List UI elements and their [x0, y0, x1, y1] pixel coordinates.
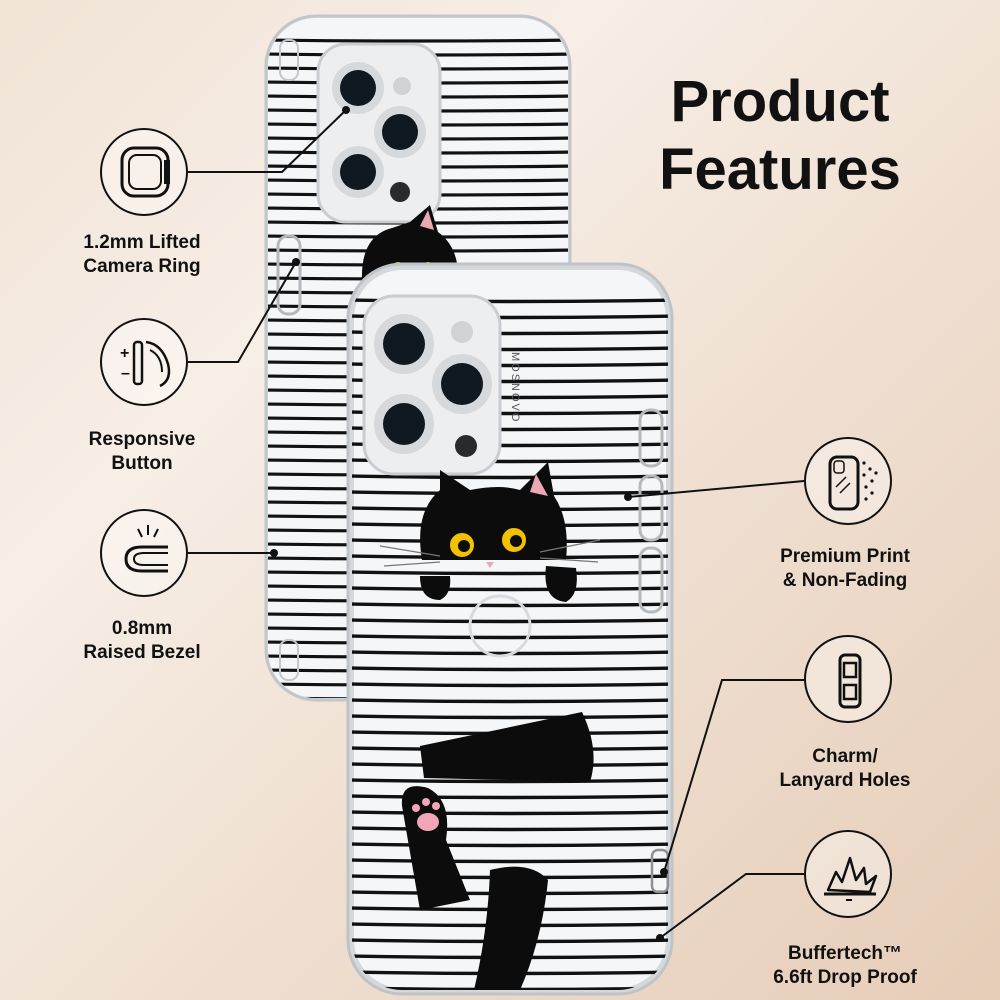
case-stripe	[352, 682, 668, 688]
drop-proof-icon	[804, 830, 892, 918]
case-stripe	[352, 714, 668, 720]
case-stripe	[352, 634, 668, 640]
case-stripe	[352, 858, 668, 864]
case-stripe	[352, 602, 668, 608]
case-stripe	[352, 586, 668, 592]
camera-ring-icon	[100, 128, 188, 216]
case-stripe	[352, 810, 668, 816]
premium-print-icon	[804, 437, 892, 525]
case-stripe	[352, 570, 668, 576]
feature-label-responsive-button: Responsive Button	[88, 429, 196, 474]
case-stripe	[352, 778, 668, 784]
case-stripe	[352, 618, 668, 624]
title-line-1: Product	[670, 69, 890, 134]
svg-text:+: +	[120, 345, 129, 362]
responsive-button-icon: + –	[100, 318, 188, 406]
feature-label-drop-proof: Buffertech™ 6.6ft Drop Proof	[773, 943, 917, 988]
case-stripe	[352, 666, 668, 672]
callout-lines	[188, 109, 805, 939]
front-phone-case: MOSNOVO	[346, 262, 674, 996]
svg-text:–: –	[121, 365, 130, 382]
front-cat	[379, 462, 601, 990]
case-stripe	[352, 794, 668, 800]
case-stripe	[352, 842, 668, 848]
case-stripe	[352, 698, 668, 704]
raised-bezel-icon	[100, 509, 188, 597]
case-stripe	[268, 38, 568, 43]
back-camera-module	[316, 42, 442, 224]
case-stripe	[352, 474, 668, 480]
brand-mark: MOSNOVO	[509, 352, 521, 423]
page-title: Product Features	[630, 68, 930, 204]
feature-label-raised-bezel: 0.8mm Raised Bezel	[83, 618, 201, 663]
feature-label-premium-print: Premium Print & Non-Fading	[780, 546, 910, 591]
feature-label-lanyard-holes: Charm/ Lanyard Holes	[779, 746, 911, 791]
front-camera-module	[362, 294, 502, 476]
lanyard-holes-icon	[804, 635, 892, 723]
feature-label-camera-ring: 1.2mm Lifted Camera Ring	[83, 232, 201, 277]
callout-dots	[270, 106, 668, 942]
case-stripe	[352, 826, 668, 832]
title-line-2: Features	[659, 137, 901, 202]
